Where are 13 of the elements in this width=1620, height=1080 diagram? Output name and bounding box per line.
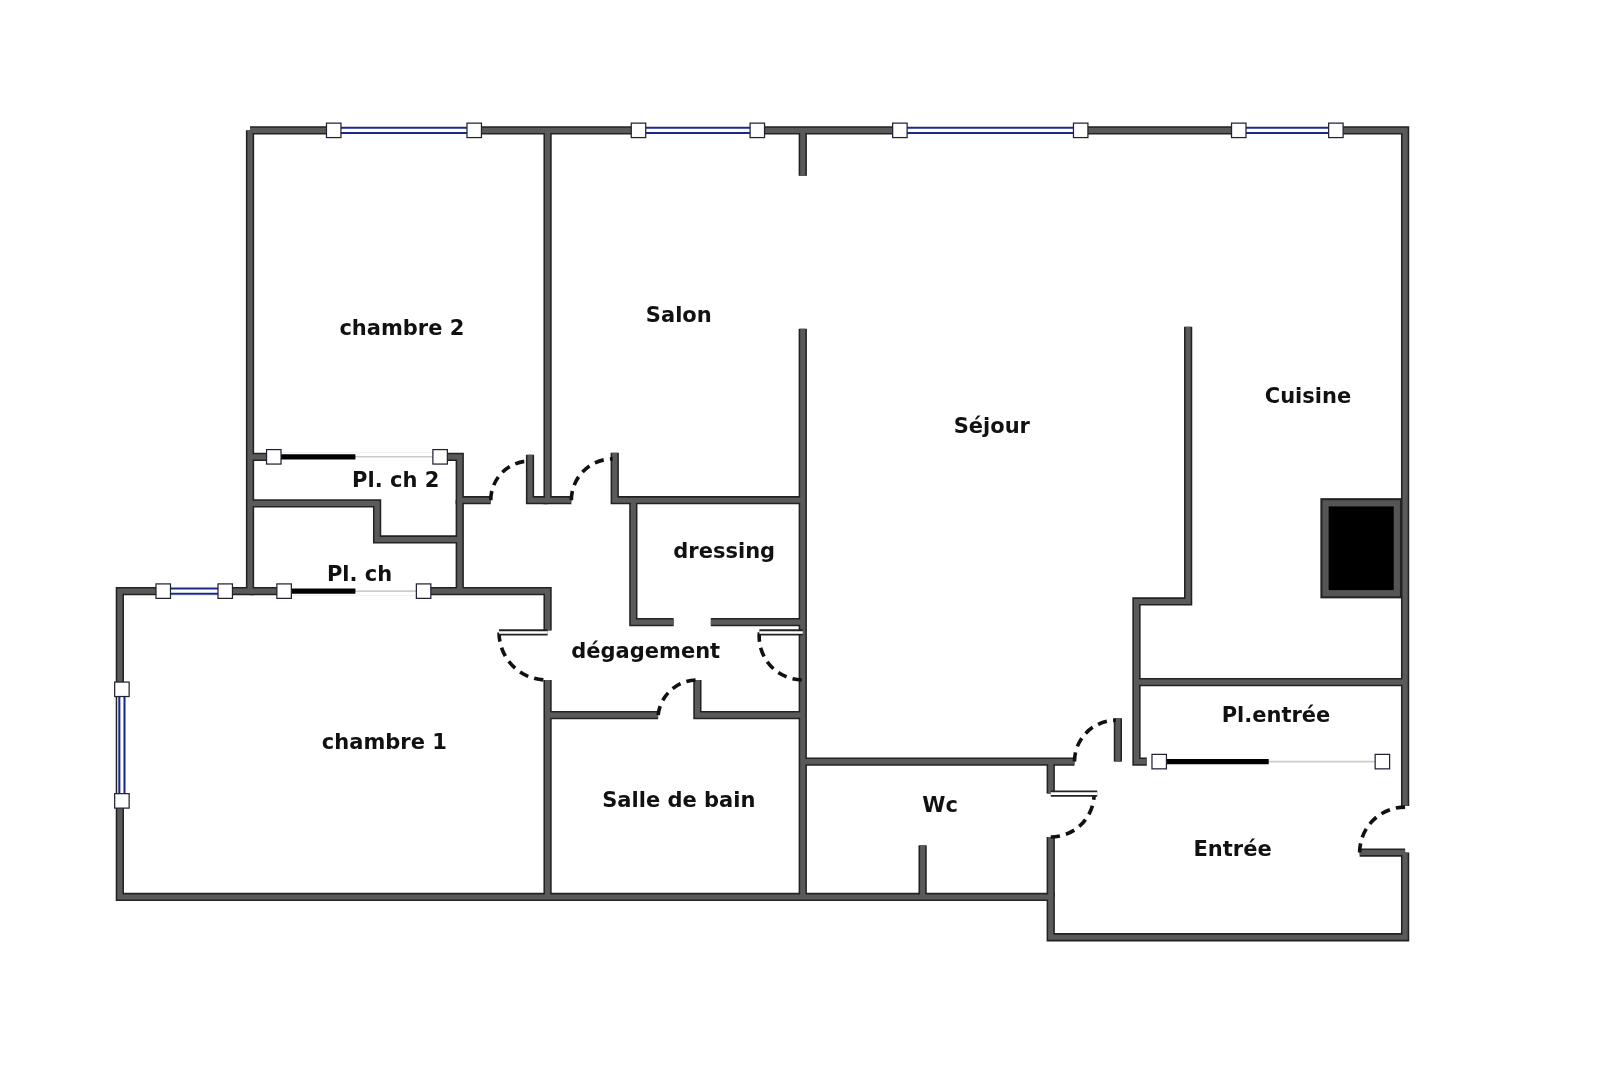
room-label: chambre 1 [321,729,447,754]
room-label: Salon [645,303,712,328]
room-label: dégagement [571,638,721,663]
room-label: Salle de bain [602,787,756,812]
room-label: chambre 2 [339,315,465,340]
room-label: Entrée [1193,837,1272,862]
room-label: Pl.entrée [1221,702,1331,727]
room-label: Pl. ch [326,562,393,587]
room-label: Wc [922,792,958,817]
room-label: Cuisine [1264,383,1352,408]
room-label: Pl. ch 2 [352,468,440,493]
room-label: dressing [673,538,776,563]
room-label: Séjour [953,413,1030,438]
